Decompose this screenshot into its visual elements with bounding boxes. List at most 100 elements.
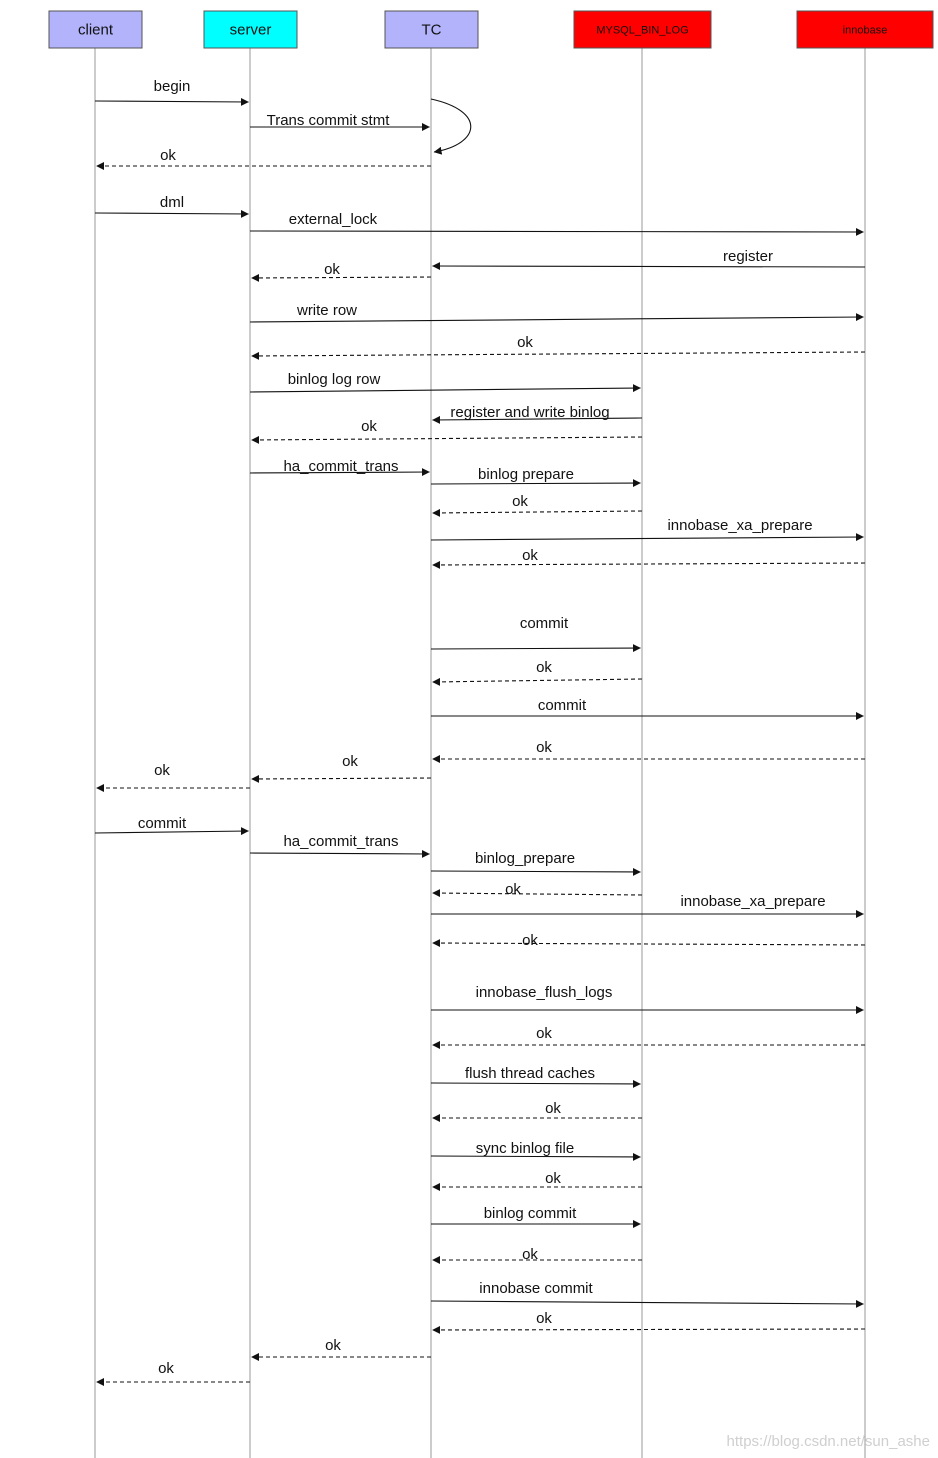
message-label: commit [538,697,587,714]
participant-box-client [48,10,143,49]
message-label: binlog commit [484,1205,577,1222]
call-arrow [432,262,866,271]
self-call-arrow [430,98,472,155]
message-20: commit [431,697,864,720]
message-28: innobase_xa_prepare [431,893,864,918]
call-arrow [430,1299,864,1308]
reply-arrow [432,560,866,569]
message-37: ok [432,1246,642,1264]
message-25: ha_commit_trans [249,833,430,858]
reply-arrow [251,435,643,444]
reply-arrow [432,677,643,686]
message-5: external_lock [249,211,864,236]
message-label: binlog prepare [478,466,574,483]
watermark: https://blog.csdn.net/sun_ashe [727,1433,930,1450]
message-label: flush thread caches [465,1065,595,1082]
message-label: ha_commit_trans [283,458,398,475]
call-arrow [249,384,641,393]
message-17: ok [432,547,866,569]
message-label: ok [545,1170,561,1187]
message-8: write row [249,302,864,323]
message-label: ok [517,334,533,351]
participant-label-tc: TC [422,22,442,39]
message-label: external_lock [289,211,378,228]
message-12: ok [251,418,643,444]
participant-binlog: MYSQL_BIN_LOG [573,10,712,49]
message-label: ok [522,547,538,564]
message-label: ok [536,1025,552,1042]
message-23: ok [96,762,250,792]
call-arrow [249,313,864,323]
message-27: ok [432,881,643,898]
message-41: ok [96,1360,250,1386]
participant-box-innobase [796,10,934,49]
message-26: binlog_prepare [430,850,641,876]
message-24: commit [94,815,249,836]
message-1: Trans commit stmt [250,112,430,131]
message-label: commit [138,815,187,832]
call-arrow [430,1079,641,1088]
call-arrow [430,533,864,542]
call-arrow [249,468,430,477]
participant-label-server: server [230,22,272,39]
message-39: ok [432,1310,866,1334]
message-label: ok [536,659,552,676]
message-11: register and write binlog [432,404,643,424]
call-arrow [249,227,864,236]
call-arrow [430,867,641,876]
reply-arrow [432,889,643,898]
message-31: ok [432,1025,865,1049]
participant-box-server [203,10,298,49]
message-label: ok [154,762,170,779]
message-label: ok [522,1246,538,1263]
message-label: ok [324,261,340,278]
message-label: ok [512,493,528,510]
participant-box-binlog [573,10,712,49]
message-2 [430,98,472,155]
message-0: begin [94,78,249,106]
reply-arrow [432,1325,866,1334]
reply-arrow [251,774,432,783]
message-label: ok [158,1360,174,1377]
message-16: innobase_xa_prepare [430,517,864,542]
message-label: dml [160,194,184,211]
message-label: register [723,248,773,265]
message-label: ok [522,932,538,949]
message-label: write row [296,302,357,319]
message-35: ok [432,1170,642,1191]
message-label: ha_commit_trans [283,833,398,850]
message-label: commit [520,615,569,632]
message-36: binlog commit [431,1205,641,1228]
message-14: binlog prepare [430,466,641,488]
message-18: commit [430,615,641,653]
message-13: ha_commit_trans [249,458,430,477]
message-label: register and write binlog [450,404,609,421]
message-label: binlog_prepare [475,850,575,867]
message-22: ok [251,753,432,783]
message-38: innobase commit [430,1280,864,1308]
participant-label-binlog: MYSQL_BIN_LOG [596,25,688,37]
message-32: flush thread caches [430,1065,641,1088]
call-arrow [430,479,641,488]
message-15: ok [432,493,643,517]
call-arrow [249,849,430,858]
message-label: innobase_xa_prepare [680,893,825,910]
message-9: ok [251,334,866,360]
participant-label-innobase: innobase [843,25,888,37]
message-label: ok [325,1337,341,1354]
participant-box-tc [384,10,479,49]
message-6: register [432,248,866,271]
message-label: ok [160,147,176,164]
participant-client: client [48,10,143,49]
message-label: binlog log row [288,371,381,388]
message-3: ok [96,147,431,170]
message-7: ok [251,261,432,282]
call-arrow [432,415,643,424]
call-arrow [430,1152,641,1161]
message-29: ok [432,932,866,949]
message-label: sync binlog file [476,1140,574,1157]
message-40: ok [251,1337,431,1361]
message-label: innobase commit [479,1280,593,1297]
message-30: innobase_flush_logs [431,984,864,1014]
message-label: ok [505,881,521,898]
